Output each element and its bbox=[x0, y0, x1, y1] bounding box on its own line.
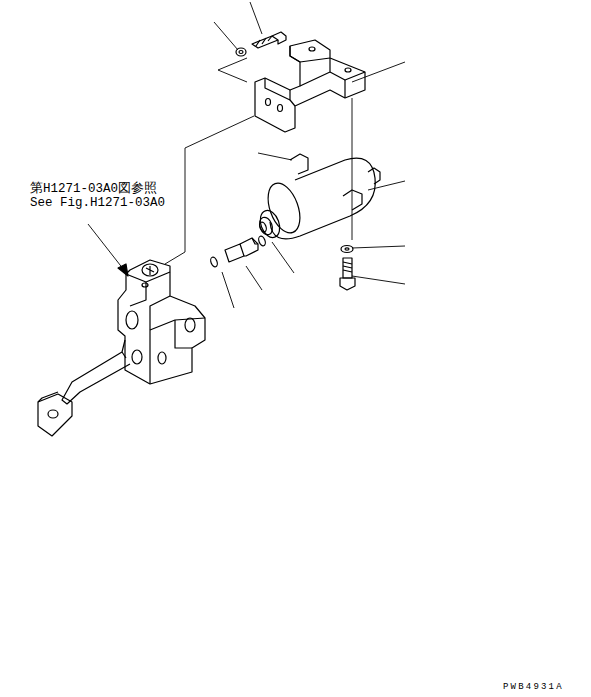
figure-reference: 第H1271-03A0図参照 bbox=[30, 180, 157, 197]
bolt bbox=[252, 32, 286, 48]
solenoid bbox=[257, 154, 380, 240]
fitting bbox=[225, 238, 258, 262]
washer bbox=[341, 246, 353, 253]
washer bbox=[345, 248, 349, 250]
assembly-lines bbox=[165, 58, 352, 264]
drawing-code: PWB4931A bbox=[503, 682, 564, 692]
pedal-arm bbox=[38, 340, 130, 436]
o-ring bbox=[257, 235, 266, 246]
washer bbox=[236, 48, 246, 56]
bolt bbox=[340, 258, 355, 290]
valve-block bbox=[118, 260, 205, 384]
washer bbox=[239, 51, 243, 54]
bracket bbox=[255, 40, 365, 132]
figure-reference: See Fig.H1271-03A0 bbox=[30, 196, 165, 210]
o-ring bbox=[209, 256, 218, 267]
leader-lines bbox=[88, 2, 405, 308]
